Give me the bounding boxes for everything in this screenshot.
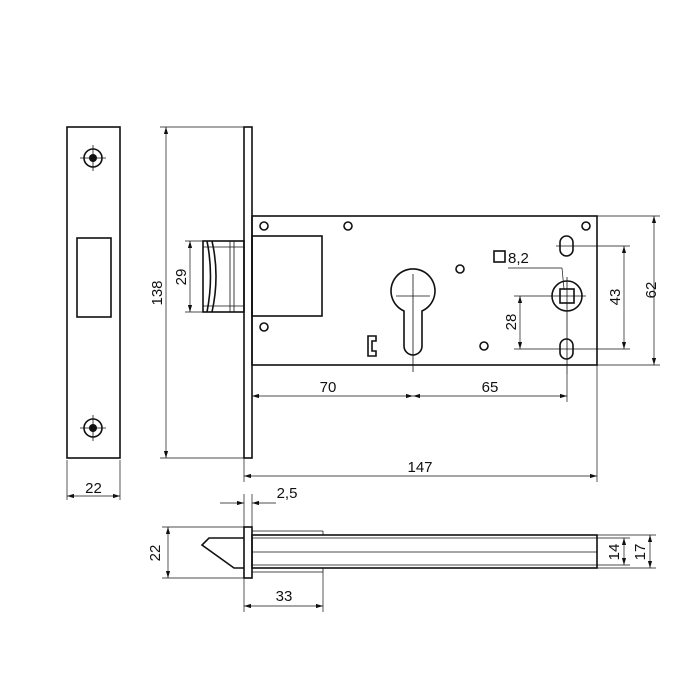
dim-label-faceplate-height: 138 (149, 280, 166, 305)
dim-faceplate-thickness: 2,5 (220, 485, 297, 527)
dim-case-height: 62 (597, 215, 660, 366)
slotted-hole-bottom (556, 338, 578, 360)
dim-case-length: 147 (243, 365, 598, 482)
lock-top-view (200, 526, 598, 579)
dim-latch-projection: 33 (243, 572, 324, 612)
dim-label-latch-height: 29 (173, 269, 190, 286)
case-rivet-1 (259, 221, 269, 231)
case-rivet-2 (343, 221, 353, 231)
latch-bolt-projection (202, 240, 245, 313)
slotted-hole-top (556, 235, 578, 257)
dim-case-depth-outer: 17 (597, 534, 656, 569)
dim-depth: 22 (147, 526, 244, 579)
dim-label-spindle-size: 8,2 (508, 250, 529, 267)
lock-case (251, 215, 598, 366)
clip-detail (367, 335, 377, 357)
dim-label-case-depth-outer: 17 (632, 544, 649, 561)
case-rivet-3 (581, 221, 591, 231)
dim-label-case-length: 147 (407, 459, 432, 476)
dim-label-backset: 70 (320, 379, 337, 396)
dim-faceplate-width: 22 (66, 460, 121, 500)
faceplate-front-view (66, 126, 121, 459)
dim-case-depth-inner: 14 (597, 537, 630, 566)
faceplate-screw-hole-bottom (80, 415, 106, 441)
dim-label-depth: 22 (147, 545, 164, 562)
latch-opening (76, 237, 112, 318)
dim-screw-spacing: 43 (578, 245, 630, 350)
dim-center-distance: 65 (413, 374, 568, 402)
dim-label-case-depth-inner: 14 (606, 544, 623, 561)
dim-latch-height: 29 (173, 240, 203, 313)
dim-label-faceplate-thickness: 2,5 (277, 485, 298, 502)
dim-backset: 70 (252, 379, 413, 399)
top-latch-bevel (200, 537, 244, 569)
case-rivet-5 (455, 264, 465, 274)
dim-label-cylinder-offset: 28 (503, 314, 520, 331)
spindle-follower (548, 277, 586, 374)
lock-side-view: 8,2 (202, 126, 598, 459)
faceplate-outline (66, 126, 121, 459)
case-rivet-4 (259, 322, 269, 332)
dim-label-faceplate-width: 22 (85, 480, 102, 497)
top-case (251, 534, 598, 569)
latch-bolt-body (251, 235, 323, 317)
faceplate-edge (243, 126, 253, 459)
dim-label-center-distance: 65 (482, 379, 499, 396)
case-rivet-6 (479, 341, 489, 351)
dim-label-latch-projection: 33 (276, 588, 293, 605)
top-faceplate (243, 526, 253, 579)
dim-label-screw-spacing: 43 (607, 289, 624, 306)
dim-cylinder-offset: 28 (503, 295, 556, 350)
faceplate-screw-hole-top (80, 145, 106, 171)
square-spindle-icon (493, 250, 506, 263)
dim-faceplate-height: 138 (149, 126, 244, 459)
dim-label-case-height: 62 (643, 282, 660, 299)
